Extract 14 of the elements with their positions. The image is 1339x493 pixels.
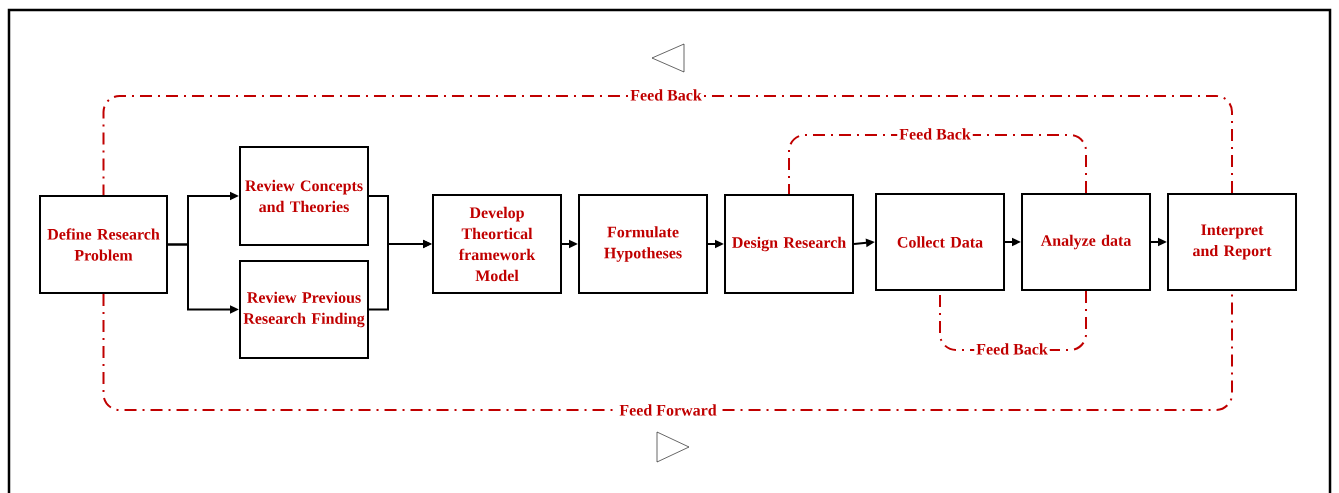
edge-label: Feed Forward [617,402,719,418]
process-box: Analyze data [1021,193,1151,291]
edge-label: Feed Back [628,87,704,103]
process-box: Formulate Hypotheses [578,194,708,294]
edge-label: Feed Back [974,341,1050,357]
process-box: Design Research [724,194,854,294]
process-box: Collect Data [875,193,1005,291]
process-box: Review Previous Research Finding [239,260,369,359]
process-box: Develop Theortical framework Model [432,194,562,294]
process-box: Review Concepts and Theories [239,146,369,246]
edge-label: Feed Back [897,126,973,142]
process-box: Define Research Problem [39,195,168,294]
process-box: Interpret and Report [1167,193,1297,291]
feedback-line [102,95,1233,196]
